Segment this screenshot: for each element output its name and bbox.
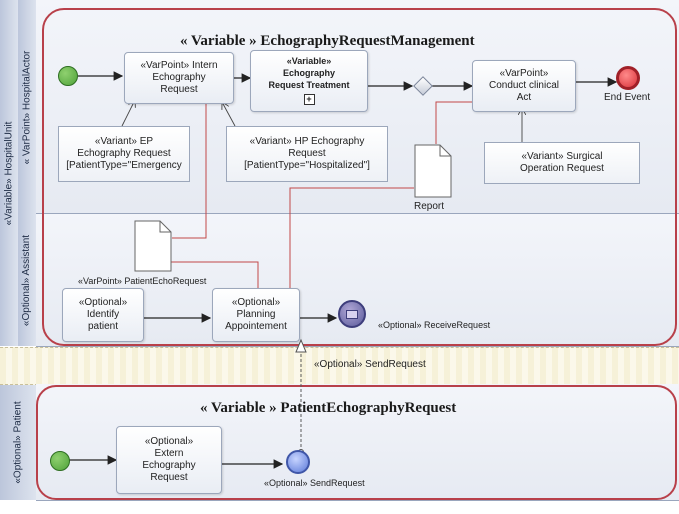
end-event-icon[interactable]: [616, 66, 640, 90]
document-icon-patient-echo-request[interactable]: [134, 220, 172, 272]
data-report-to-conduct: [435, 101, 476, 144]
data-planning-to-report: [289, 187, 414, 290]
end-event-label: End Event: [604, 92, 651, 103]
task-echography-request-treatment[interactable]: «Variable» Echography Request Treatment …: [250, 50, 368, 112]
assoc-hp-to-intern: [222, 102, 236, 127]
assoc-ep-to-intern: [121, 100, 135, 127]
send-message-event-icon[interactable]: [286, 450, 310, 474]
data-patientecho-to-planning: [160, 261, 259, 290]
receive-message-event-icon[interactable]: [338, 300, 366, 328]
variant-hp-echography-request[interactable]: «Variant» HP Echography Request [Patient…: [226, 126, 388, 182]
pool-title-management: « Variable » EchographyRequestManagement: [180, 33, 475, 49]
task-intern-echography-request[interactable]: «VarPoint» Intern Echography Request: [124, 52, 234, 104]
task-conduct-clinical-act[interactable]: «VarPoint» Conduct clinical Act: [472, 60, 576, 112]
message-flow-band: [0, 347, 679, 385]
subprocess-marker-icon[interactable]: +: [303, 94, 315, 105]
data-intern-to-patientecho: [172, 100, 207, 239]
envelope-icon: [346, 309, 358, 319]
lane-patient: «Optional» Patient: [0, 384, 37, 500]
patient-echo-document-shape: [134, 220, 172, 272]
receive-request-label: «Optional» ReceiveRequest: [378, 320, 491, 330]
variant-ep-echography-request[interactable]: «Variant» EP Echography Request [Patient…: [58, 126, 190, 182]
document-icon-report[interactable]: [414, 144, 452, 198]
send-request-message-label: «Optional» SendRequest: [314, 359, 426, 370]
start-event-icon-patient[interactable]: [50, 451, 70, 471]
start-event-icon[interactable]: [58, 66, 78, 86]
patient-echo-request-label: «VarPoint» PatientEchoRequest: [78, 276, 207, 286]
task-identify-patient[interactable]: «Optional» Identify patient: [62, 288, 144, 342]
report-document-shape: [414, 144, 452, 198]
variant-surgical-operation-request[interactable]: «Variant» Surgical Operation Request: [484, 142, 640, 184]
pool-title-patient: « Variable » PatientEchographyRequest: [200, 400, 457, 416]
task-extern-echography-request[interactable]: «Optional» Extern Echography Request: [116, 426, 222, 494]
pool-patient-echography-request: [36, 385, 677, 500]
pool-echography-request-management: [42, 8, 677, 346]
task-planning-appointement[interactable]: «Optional» Planning Appointement: [212, 288, 300, 342]
send-request-event-label: «Optional» SendRequest: [264, 478, 365, 488]
report-label: Report: [414, 201, 445, 212]
